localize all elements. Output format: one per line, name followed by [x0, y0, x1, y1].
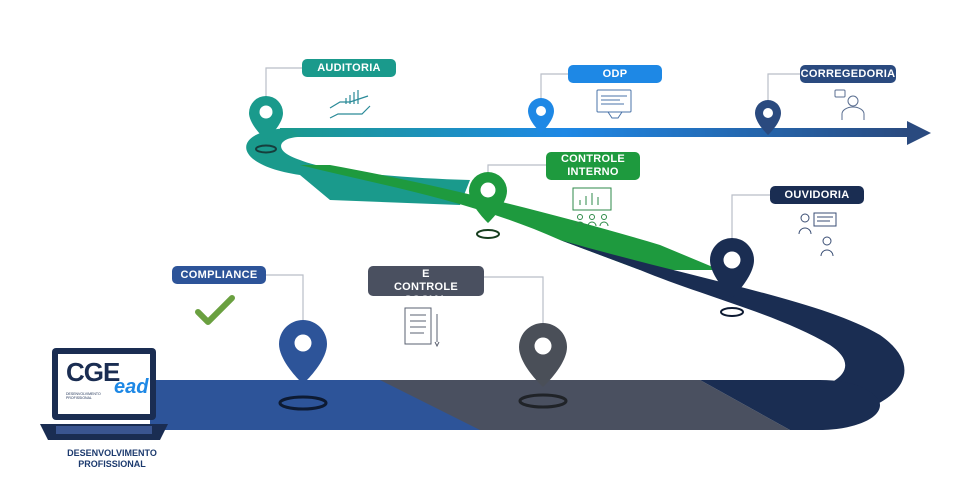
pin-ouvidoria[interactable]: [710, 238, 754, 317]
logo-caption: DESENVOLVIMENTO PROFISSIONAL: [67, 448, 157, 469]
road-top-segment: [280, 128, 910, 137]
people-conversation-icon: [798, 212, 837, 257]
road-bottom-navy: [700, 380, 880, 430]
laptop-logo-device: [40, 348, 168, 440]
presentation-audience-icon: [572, 187, 612, 227]
pin-controle-interno[interactable]: [469, 172, 507, 239]
logo-tagline: DESENVOLVIMENTO PROFISSIONAL: [66, 392, 101, 400]
label-controle-interno[interactable]: CONTROLE INTERNO: [546, 152, 640, 180]
monitor-document-icon: [596, 89, 632, 119]
road-arrowhead: [907, 121, 931, 145]
label-odp[interactable]: ODP: [568, 65, 662, 83]
officer-person-icon: [834, 89, 865, 120]
label-transparencia[interactable]: TRANSPARÊNCIA E CONTROLE SOCIAL: [368, 255, 484, 306]
pin-odp[interactable]: [528, 98, 554, 133]
pin-transparencia[interactable]: [518, 323, 568, 409]
pin-corregedoria[interactable]: [755, 100, 781, 135]
label-corregedoria[interactable]: CORREGEDORIA: [800, 65, 896, 83]
connector-lines: [265, 67, 800, 325]
checkmark-icon: [195, 295, 235, 325]
label-compliance[interactable]: COMPLIANCE: [172, 266, 266, 284]
logo-brand: CGE: [66, 357, 120, 387]
hand-growth-chart-icon: [329, 90, 371, 119]
label-ouvidoria[interactable]: OUVIDORIA: [770, 186, 864, 204]
road-curve-green: [300, 165, 720, 270]
pin-compliance[interactable]: [278, 320, 328, 411]
road-bottom-gray: [380, 380, 790, 430]
checklist-pencil-icon: [404, 307, 440, 348]
logo-sub: ead: [114, 376, 149, 398]
pin-auditoria[interactable]: [249, 96, 283, 154]
label-auditoria[interactable]: AUDITORIA: [302, 59, 396, 77]
